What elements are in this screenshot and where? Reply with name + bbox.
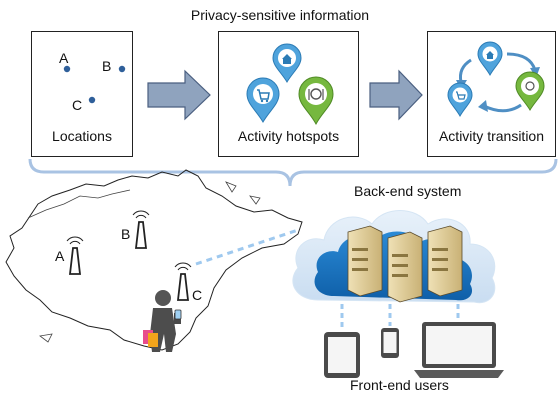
location-point-a-label: A bbox=[59, 50, 69, 66]
dining-pin-icon bbox=[298, 76, 334, 126]
diagram-title: Privacy-sensitive information bbox=[190, 7, 370, 23]
locations-panel bbox=[31, 31, 133, 157]
tower-a-label: A bbox=[55, 248, 65, 264]
map-islands bbox=[39, 181, 261, 343]
phone-icon bbox=[381, 328, 399, 358]
map-inner-coast bbox=[27, 189, 131, 219]
laptop-icon bbox=[414, 322, 504, 378]
map-outline bbox=[5, 169, 303, 351]
tablet-icon bbox=[324, 332, 360, 378]
locations-label: Locations bbox=[52, 128, 112, 144]
flow-arrow-2 bbox=[369, 69, 423, 121]
tower-c-label: C bbox=[192, 287, 203, 303]
location-point-b-label: B bbox=[102, 58, 112, 74]
location-point-c-label: C bbox=[72, 97, 83, 113]
activity-transition-label: Activity transition bbox=[438, 128, 545, 144]
server-icon-1 bbox=[347, 225, 383, 297]
antenna-icon-c bbox=[174, 262, 192, 301]
antenna-icon-b bbox=[132, 210, 150, 249]
backend-system-label: Back-end system bbox=[354, 183, 462, 199]
flow-arrow-1 bbox=[147, 69, 211, 121]
data-link-line bbox=[195, 228, 299, 266]
transition-cart-pin-icon bbox=[447, 82, 473, 118]
cart-pin-icon bbox=[246, 77, 280, 123]
frontend-users-label: Front-end users bbox=[350, 377, 449, 393]
transition-dining-pin-icon bbox=[515, 71, 545, 111]
server-icon-2 bbox=[387, 231, 423, 303]
activity-hotspots-label: Activity hotspots bbox=[237, 128, 340, 144]
location-point-b bbox=[118, 65, 126, 73]
tower-b-label: B bbox=[121, 226, 131, 242]
home-pin-icon bbox=[272, 43, 302, 83]
brace bbox=[28, 158, 558, 187]
server-icon-3 bbox=[427, 225, 463, 297]
transition-home-pin-icon bbox=[477, 41, 503, 77]
person-icon bbox=[143, 290, 182, 352]
transition-arrowhead-3 bbox=[478, 100, 488, 112]
location-point-a bbox=[63, 65, 71, 73]
location-point-c bbox=[88, 96, 96, 104]
antenna-icon-a bbox=[66, 236, 84, 275]
transition-arrows bbox=[459, 52, 537, 113]
